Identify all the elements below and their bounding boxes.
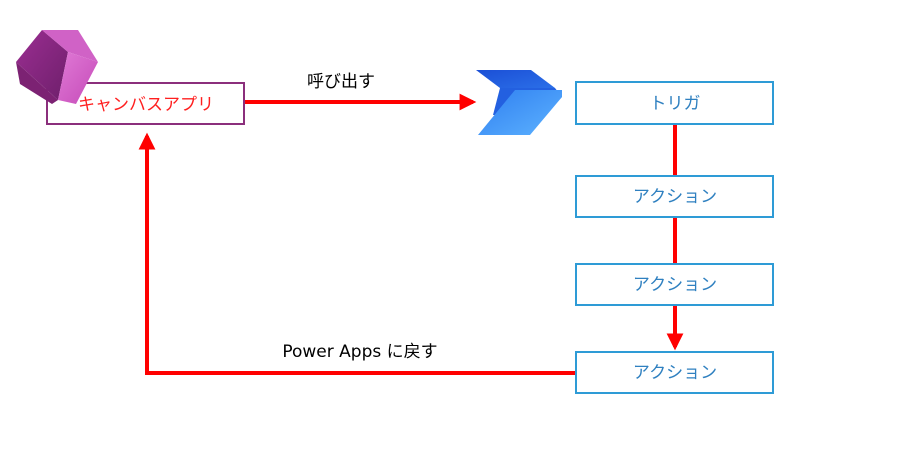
flow-step-action-1: アクション xyxy=(575,175,774,218)
flow-step-label: アクション xyxy=(633,275,717,295)
flow-step-label: アクション xyxy=(633,187,717,207)
flow-step-action-3: アクション xyxy=(575,351,774,394)
power-automate-logo-icon xyxy=(476,70,562,135)
flow-step-label: アクション xyxy=(633,363,717,383)
canvas-app-label: キャンバスアプリ xyxy=(78,95,214,115)
flow-step-action-2: アクション xyxy=(575,263,774,306)
power-apps-logo-icon xyxy=(16,30,98,104)
flow-step-trigger: トリガ xyxy=(575,81,774,125)
call-arrow-label: 呼び出す xyxy=(307,72,375,92)
return-arrow-label: Power Apps に戻す xyxy=(282,342,437,362)
flow-step-label: トリガ xyxy=(650,94,701,114)
return-arrow xyxy=(138,132,576,375)
